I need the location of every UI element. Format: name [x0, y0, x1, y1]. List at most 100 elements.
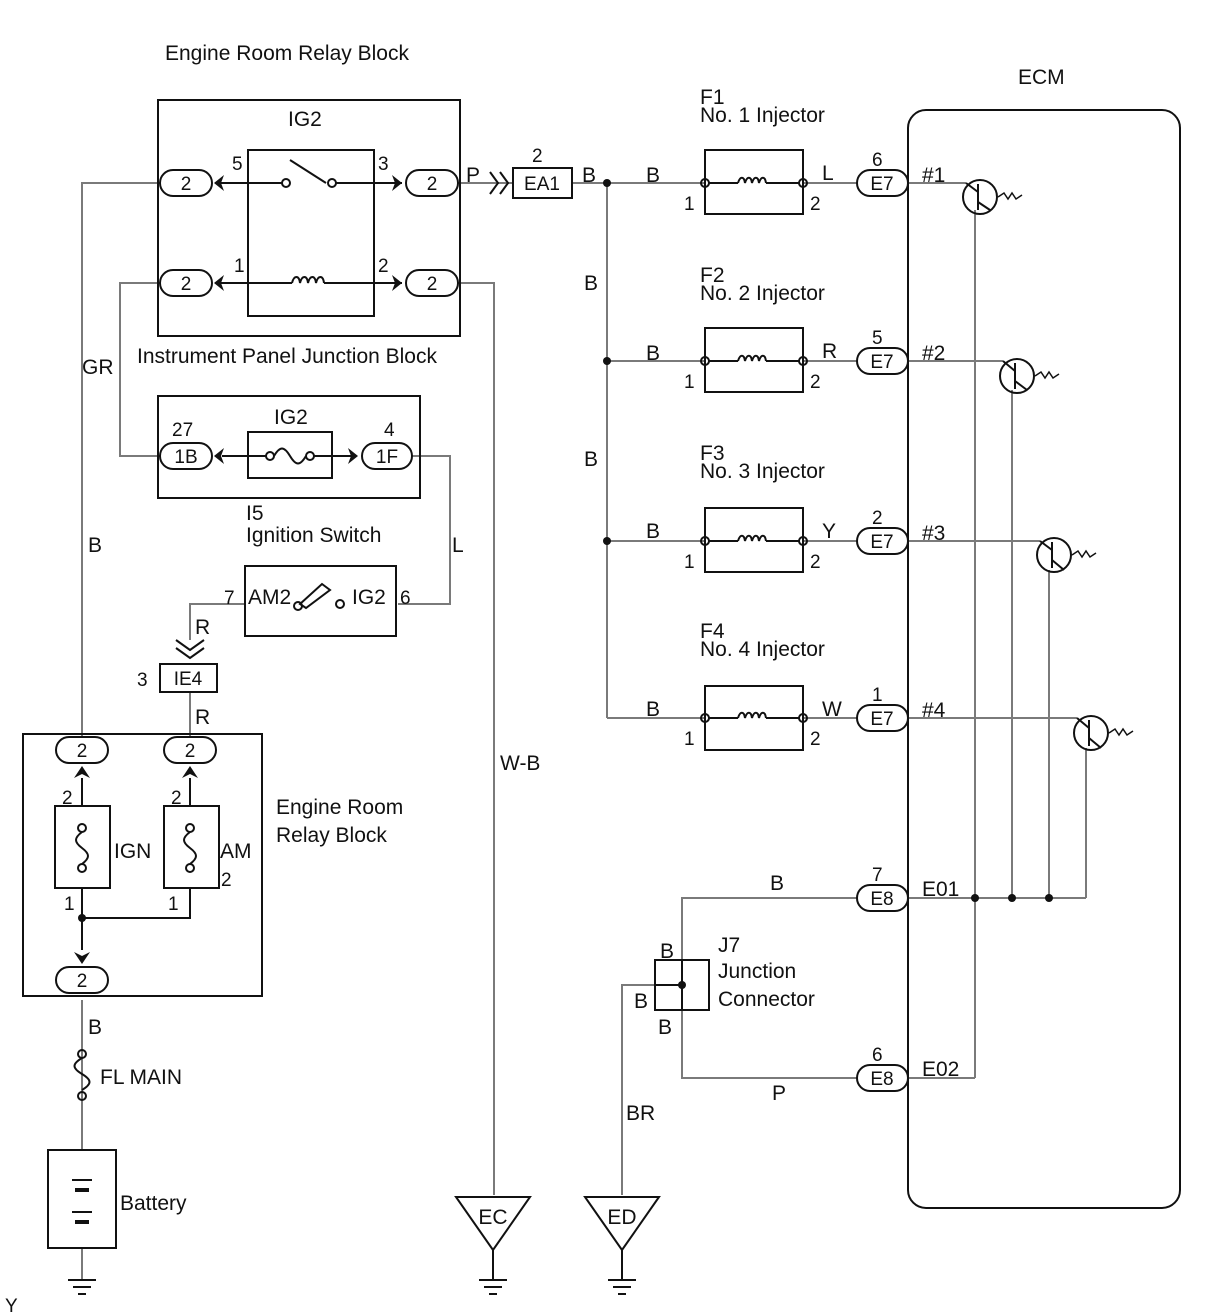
ignition-switch-body: [244, 565, 397, 637]
f1-pin-1: 1: [684, 194, 695, 215]
injector-f1: F1 No. 1 Injector B 1 2 L: [646, 86, 834, 215]
svg-text:1F: 1F: [376, 447, 398, 468]
j7-pin-b-left: B: [634, 990, 648, 1013]
j7-name-1: Junction: [718, 960, 796, 983]
svg-text:EA1: EA1: [524, 174, 560, 195]
ecm-connector-e8-7: 7 E8: [856, 865, 909, 912]
wire-label-b-ea1: B: [582, 164, 596, 187]
fuse-block-outline: [157, 395, 421, 499]
wire-label-r-bottom: R: [195, 706, 210, 729]
connector-pin2: 2: [392, 269, 459, 297]
connector-ign-top: 2: [55, 736, 109, 778]
transistor-icon: [1073, 715, 1134, 751]
battery-label: Battery: [120, 1192, 187, 1215]
ea1-pin-2: 2: [532, 146, 543, 167]
wire-label-wb: W-B: [500, 752, 540, 775]
f3-name: No. 3 Injector: [700, 460, 825, 483]
j7-id: J7: [718, 934, 740, 957]
am-fuse-body: [163, 805, 220, 889]
svg-text:5: 5: [872, 328, 883, 349]
pin-2: 2: [378, 256, 389, 277]
f3-wire-out: Y: [822, 520, 836, 543]
svg-text:E7: E7: [870, 532, 893, 553]
wire-label-b-battery: B: [88, 1016, 102, 1039]
ign-pin-2: 2: [62, 788, 73, 809]
injector-f4: F4 No. 4 Injector B 1 2 W: [646, 620, 842, 751]
splice-dot: [603, 179, 611, 187]
ignition-switch: 7 AM2 IG2 6: [224, 565, 411, 637]
wire-label-p: P: [466, 164, 480, 187]
svg-text:E7: E7: [870, 709, 893, 730]
f2-id: F2: [700, 264, 725, 287]
ecm-terminal-e02: E02: [922, 1058, 959, 1081]
f3-pin-2: 2: [810, 552, 821, 573]
engine-room-relay-block-top: Engine Room Relay Block IG2 2 5 2: [157, 42, 461, 337]
injector-coil-icon: [700, 354, 808, 366]
f1-pin-2: 2: [810, 194, 821, 215]
svg-text:1B: 1B: [174, 447, 197, 468]
svg-text:6: 6: [872, 150, 883, 171]
ecm-terminal-e01: E01: [922, 878, 959, 901]
svg-text:2: 2: [872, 508, 883, 529]
pin-1: 1: [234, 256, 245, 277]
pin-3: 3: [378, 154, 389, 175]
i5-label: I5: [246, 502, 264, 525]
splice-dot: [603, 357, 611, 365]
ecm-terminal-1: #1: [922, 164, 945, 187]
svg-text:2: 2: [77, 741, 88, 762]
fl-main-label: FL MAIN: [100, 1066, 182, 1089]
ground-ed: ED: [583, 1196, 661, 1295]
transistor-icon: [962, 179, 1023, 215]
ign-pin-1: 1: [64, 894, 75, 915]
ignition-switch-label: Ignition Switch: [246, 524, 381, 547]
ecm-connector-e8-6: 6 E8: [856, 1045, 909, 1092]
svg-text:IE4: IE4: [174, 669, 203, 690]
transistor-icon: [1036, 537, 1097, 573]
engine-room-relay-block-bottom: 2 2 2 2 IGN AM 2 1: [22, 733, 263, 997]
ecm-terminal-2: #2: [922, 342, 945, 365]
ecm-outline: [907, 109, 1181, 1209]
j7-pin-b-bottom: B: [658, 1016, 672, 1039]
pin-7: 7: [224, 588, 235, 609]
f2-pin-2: 2: [810, 372, 821, 393]
ign-label: IGN: [114, 840, 151, 863]
wire-label-r-top: R: [195, 616, 210, 639]
connector-relay-bottom: 2: [55, 952, 109, 994]
wire-label-l: L: [452, 534, 464, 557]
connector-pin3: 2: [392, 169, 459, 197]
f2-wire-out: R: [822, 340, 837, 363]
f4-pin-2: 2: [810, 729, 821, 750]
ecm-terminal-3: #3: [922, 522, 945, 545]
j7-name-2: Connector: [718, 988, 815, 1011]
svg-text:E8: E8: [870, 889, 893, 910]
e8-wire-b: B: [770, 872, 784, 895]
relay-block-bottom-label-1: Engine Room: [276, 796, 403, 819]
ecm-terminal-4: #4: [922, 699, 946, 722]
f4-wire-in: B: [646, 698, 660, 721]
ig2-fuse-block: IG2 27 1B 4 1F: [157, 395, 421, 499]
relay-coil-icon: [218, 276, 402, 284]
ecm-connector-e7-6: 6 E7: [856, 150, 909, 197]
f1-id: F1: [700, 86, 725, 109]
pin-4: 4: [384, 420, 395, 441]
ig2-switch-label: IG2: [352, 586, 386, 609]
ig2-relay-label: IG2: [288, 108, 322, 131]
svg-text:E7: E7: [870, 174, 893, 195]
svg-text:2: 2: [181, 174, 192, 195]
connector-ea1: 2 EA1: [489, 146, 573, 199]
injector-coil-icon: [700, 711, 808, 723]
svg-text:2: 2: [185, 741, 196, 762]
ign-fuse-icon: [75, 823, 89, 873]
ecm-label: ECM: [1018, 66, 1065, 89]
relay-block-bottom-label-2: Relay Block: [276, 824, 387, 847]
j7-pin-b-top: B: [660, 940, 674, 963]
am-pin-1: 1: [168, 894, 179, 915]
fuse-icon: [222, 447, 354, 465]
f2-wire-in: B: [646, 342, 660, 365]
am-fuse-icon: [183, 823, 197, 873]
bottom-relay-block-outline: [22, 733, 263, 997]
pin-5: 5: [232, 154, 243, 175]
relay-block-outline: [157, 99, 461, 337]
f1-name: No. 1 Injector: [700, 104, 825, 127]
